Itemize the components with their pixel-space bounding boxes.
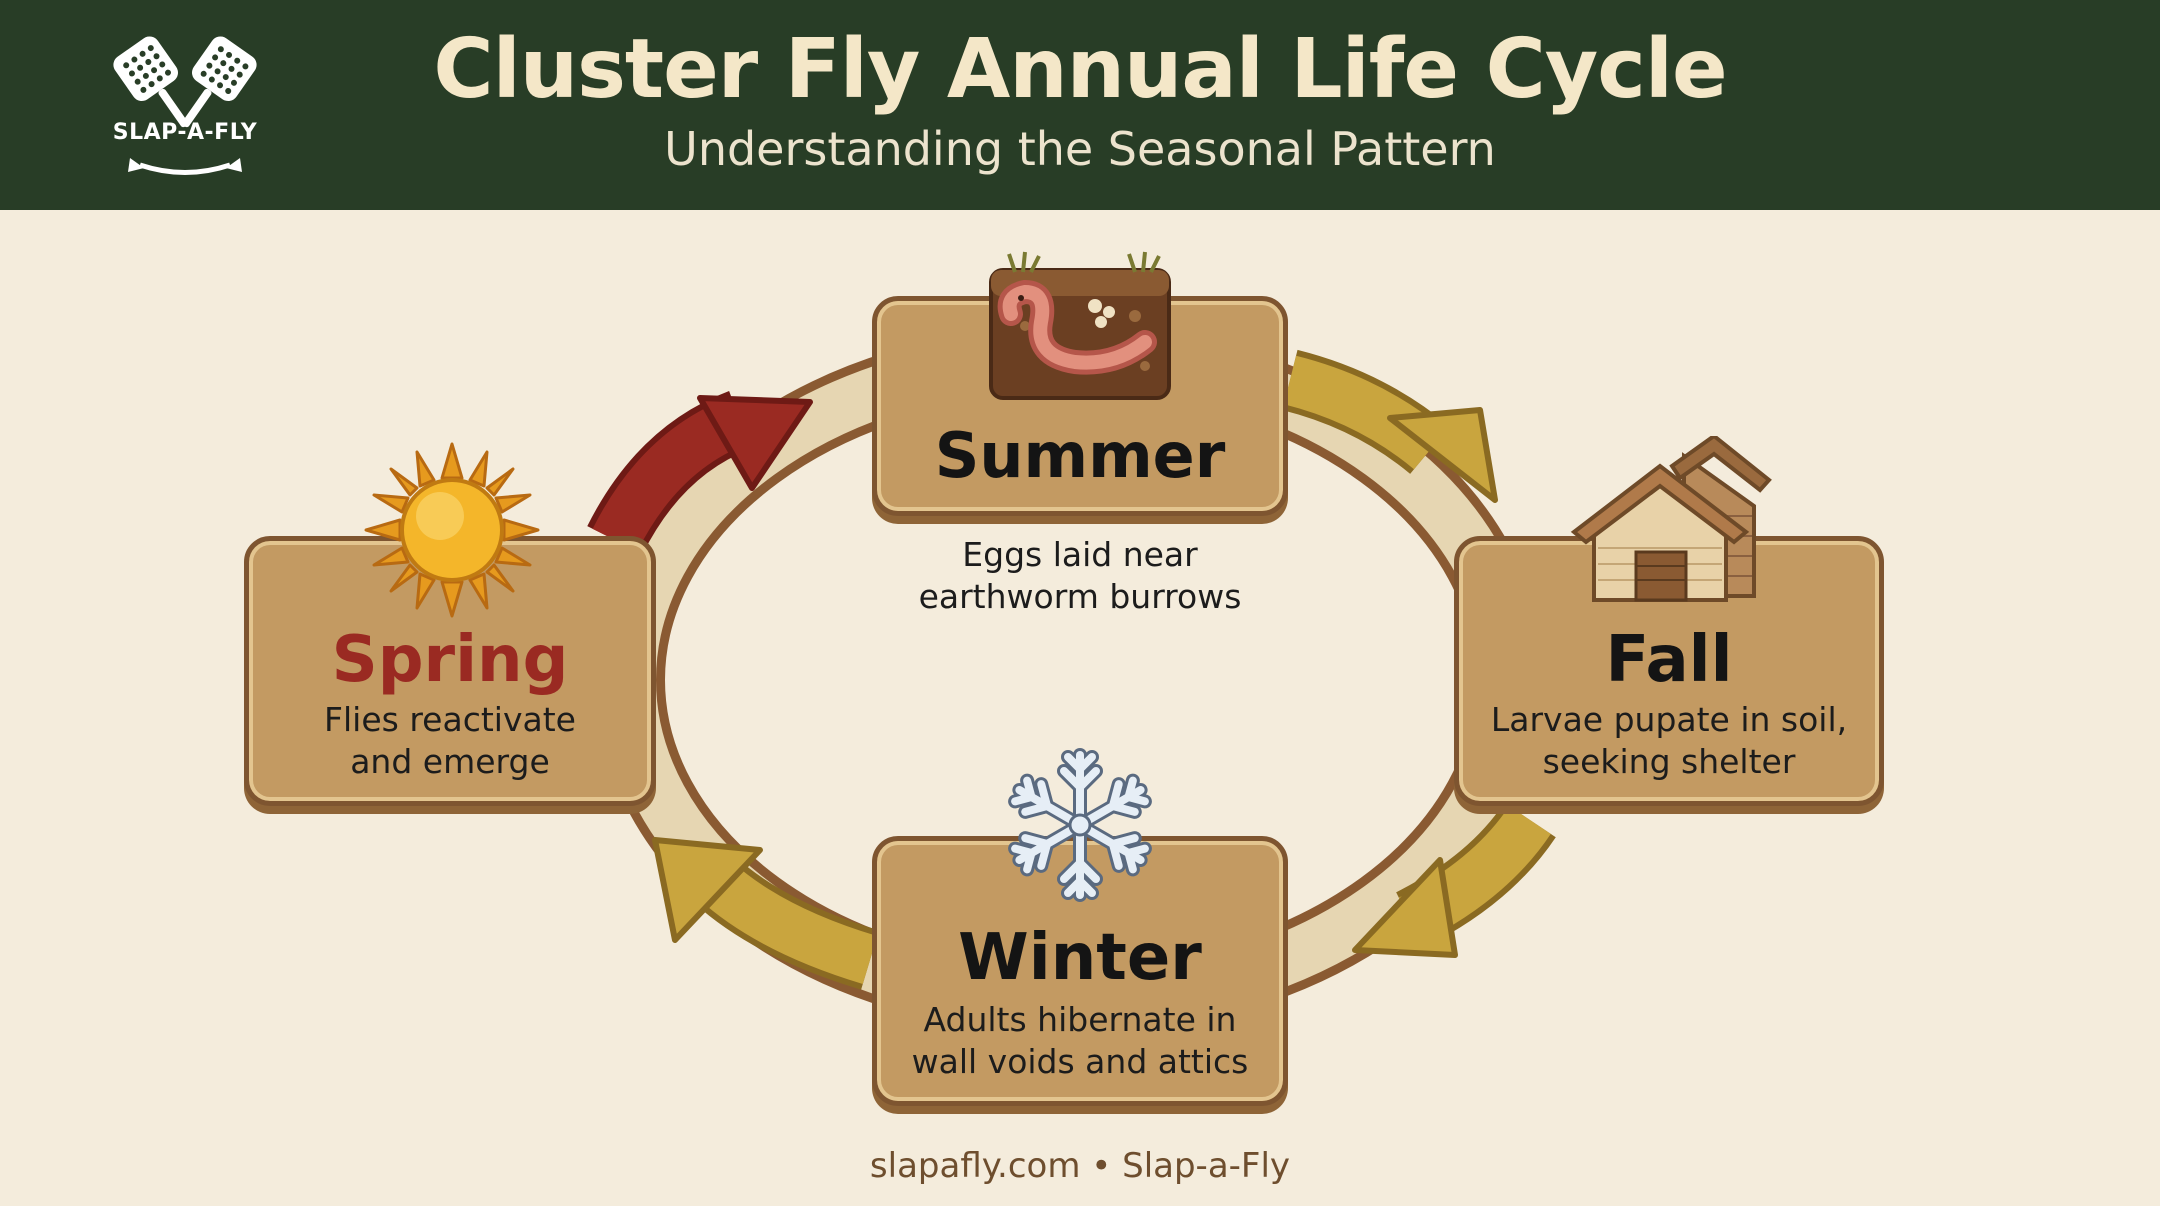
arrow-summer-to-fall: [1282, 349, 1498, 503]
winter-description: Adults hibernate in wall voids and attic…: [877, 999, 1283, 1083]
arrow-spring-to-summer: [587, 390, 813, 555]
summer-description-line2: earthworm burrows: [918, 577, 1242, 616]
fall-card: Fall Larvae pupate in soil, seeking shel…: [1454, 536, 1884, 806]
winter-title: Winter: [958, 921, 1202, 995]
spring-title: Spring: [331, 623, 569, 697]
footer-credit: slapafly.com • Slap-a-Fly: [869, 1146, 1291, 1186]
spring-description: Flies reactivate and emerge: [249, 699, 651, 783]
fall-title: Fall: [1605, 623, 1733, 697]
fall-description: Larvae pupate in soil, seeking shelter: [1459, 699, 1879, 783]
slap-a-fly-logo: SLAP-A-FLY: [100, 30, 270, 180]
crossed-fly-swatters-icon: [113, 36, 257, 175]
sun-icon: [364, 442, 540, 618]
logo-text: SLAP-A-FLY: [112, 120, 258, 145]
arrow-winter-to-spring: [652, 837, 880, 990]
house-icon: [1570, 436, 1772, 602]
winter-description-line1: Adults hibernate in: [923, 1000, 1237, 1039]
winter-description-line2: wall voids and attics: [911, 1042, 1249, 1081]
fall-description-line1: Larvae pupate in soil,: [1490, 700, 1848, 739]
arrow-fall-to-winter: [1352, 802, 1556, 958]
earthworm-soil-icon: [989, 251, 1171, 400]
spring-description-line1: Flies reactivate: [324, 700, 576, 739]
header-bar: SLAP-A-FLY Cluster Fly Annual Life Cycle…: [0, 0, 2160, 210]
snowflake-icon: [1000, 748, 1160, 910]
summer-title: Summer: [934, 419, 1226, 492]
page-title: Cluster Fly Annual Life Cycle: [433, 22, 1727, 117]
fall-description-line2: seeking shelter: [1542, 742, 1796, 781]
page-subtitle: Understanding the Seasonal Pattern: [664, 122, 1496, 176]
summer-description-line1: Eggs laid near: [962, 535, 1198, 574]
summer-description: Eggs laid near earthworm burrows: [800, 534, 1360, 618]
spring-description-line2: and emerge: [350, 742, 550, 781]
